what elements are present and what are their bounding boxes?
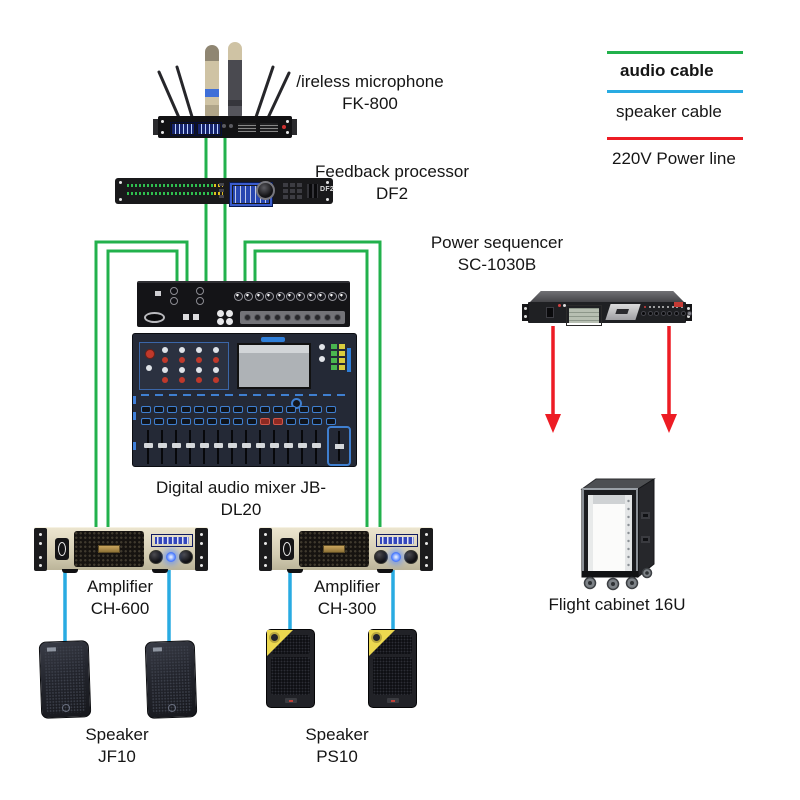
label-tag [674,302,683,307]
vent-slots [307,184,318,198]
channel-buttons [641,311,693,316]
amp-grille [74,531,144,567]
audio-cable [243,240,382,533]
audio-cable [253,249,369,533]
input-section [139,342,229,390]
receiver-knob [222,124,226,128]
power-led [166,552,176,562]
audio-cable [106,249,179,533]
brand-badge [323,545,345,553]
receiver-display [170,122,196,136]
speaker-cable-legend-label: speaker cable [616,102,722,121]
flight-cabinet-graphic [580,478,656,591]
power-switch [55,538,69,560]
encoder-knob [291,398,302,409]
power-switch [280,538,294,560]
digital-mixer-label: Digital audio mixer JB-DL20 [155,478,327,519]
microphone-receiver-rack [153,116,297,138]
output-connectors [217,310,233,325]
power-led [391,552,401,562]
brand-circle-logo [269,632,280,643]
receiver-panel-text [260,123,278,132]
power-line-legend-line [607,137,743,140]
jog-knob [256,181,275,200]
lcd-display [566,305,602,326]
arrowhead-icon [545,414,561,433]
speaker-logo [152,647,163,652]
audio-cable-legend-line [607,51,743,54]
amp-display [151,534,193,547]
antenna-icon [157,65,291,122]
wireless-microphone-device [150,12,300,140]
handheld-microphone-icon [205,45,219,118]
speaker-jf10 [144,640,198,719]
amplifier-ch300-device [259,527,433,573]
brand-plate [284,698,297,703]
arrowhead-icon [661,414,677,433]
amp-display [376,534,418,547]
speaker-port [167,703,177,713]
power-led [282,125,286,129]
gain-knob [404,550,418,564]
channel-faders [141,430,323,464]
flight-cabinet-label: Flight cabinet 16U [548,595,686,614]
led-meter [127,192,223,195]
power-inlet [144,312,165,323]
receiver-display [196,122,222,136]
speaker-logo [46,647,57,652]
indicator-leds [558,304,561,307]
speaker-jf10 [38,640,92,719]
audio-cable-legend-label: audio cable [620,61,714,80]
brand-circle-logo [371,632,382,643]
handheld-microphone-icon [228,42,242,118]
speaker-ps10 [266,629,315,708]
button-grid [283,183,303,199]
power-line-legend-label: 220V Power line [612,149,736,168]
gain-knob [179,550,193,564]
select-buttons-row [141,406,336,413]
amp-grille [299,531,369,567]
speaker-grille [373,657,412,695]
gain-knob [374,550,388,564]
amplifier-ch600-device [34,527,208,573]
speaker-port [61,703,71,713]
led-meter [127,184,223,187]
receiver-knob [229,124,233,128]
brand-badge [98,545,120,553]
brand-panel [605,304,641,320]
receiver-panel-text [238,123,256,132]
model-marking: DF2 [320,186,335,193]
gain-knob [149,550,163,564]
speaker-grille [271,657,310,695]
feedback-processor-device: DF2 [115,178,335,207]
mixer-screen [237,343,311,389]
sequencer-top-face [530,291,684,302]
flight-cabinet-device [575,474,661,592]
speaker-cable-legend-line [607,90,743,93]
mute-buttons-row [141,418,336,425]
power-switch [546,307,554,318]
master-fader [327,426,351,466]
xlr-output-row [240,311,345,324]
speaker-ps10 [368,629,417,708]
xlr-input-row [234,292,347,301]
brand-plate [386,698,399,703]
digital-mixer-device [132,333,357,467]
master-section [317,342,351,390]
power-sequencer-device [522,291,693,326]
mixer-rear-panel [137,281,350,327]
channel-leds [644,306,683,308]
audio-cable [94,240,189,533]
